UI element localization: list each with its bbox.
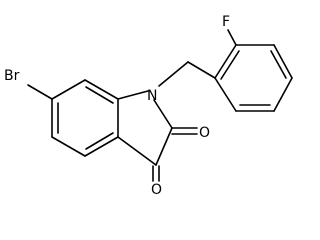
bond-c6-br (27, 84, 53, 100)
nitrogen-label: N (147, 88, 157, 104)
bond-c6p-c1p (214, 77, 237, 112)
bond-c3a-c4-inner (85, 132, 114, 150)
oxygen-label-2: O (199, 125, 210, 141)
bond-c3a-c4 (84, 136, 119, 157)
fluorophenyl-ring (214, 44, 293, 112)
bond-c1p-c2p-inner (220, 50, 240, 80)
bond-c2-c3 (155, 127, 173, 166)
bond-c1p-c2p (214, 44, 237, 79)
bond-c7a-n1 (117, 90, 149, 100)
carbonyl-groups (152, 127, 198, 182)
bond-c4-c5 (51, 136, 86, 157)
pyrrolidinedione-ring (117, 90, 173, 166)
bond-c3-c3a (117, 136, 157, 166)
bond-c7-c7a-inner (85, 86, 114, 104)
bond-c3p-c4p (273, 44, 293, 79)
bond-n1-c2 (153, 99, 173, 129)
bromine-label: Br (4, 68, 20, 84)
bond-c4p-c5p (273, 77, 293, 112)
molecule-structure: Br N F O O (4, 14, 293, 198)
bond-c6-c7 (51, 79, 86, 100)
bond-c3p-c4p-inner (270, 50, 287, 79)
bond-n1-ch2 (158, 61, 189, 87)
fluorine-label: F (222, 14, 230, 30)
bond-c7-c7a (84, 79, 119, 100)
oxygen-label-3: O (151, 182, 162, 198)
bond-ch2-c1p (187, 61, 216, 79)
indoline-benzene-ring (51, 79, 119, 157)
bond-c2p-f (227, 29, 237, 46)
